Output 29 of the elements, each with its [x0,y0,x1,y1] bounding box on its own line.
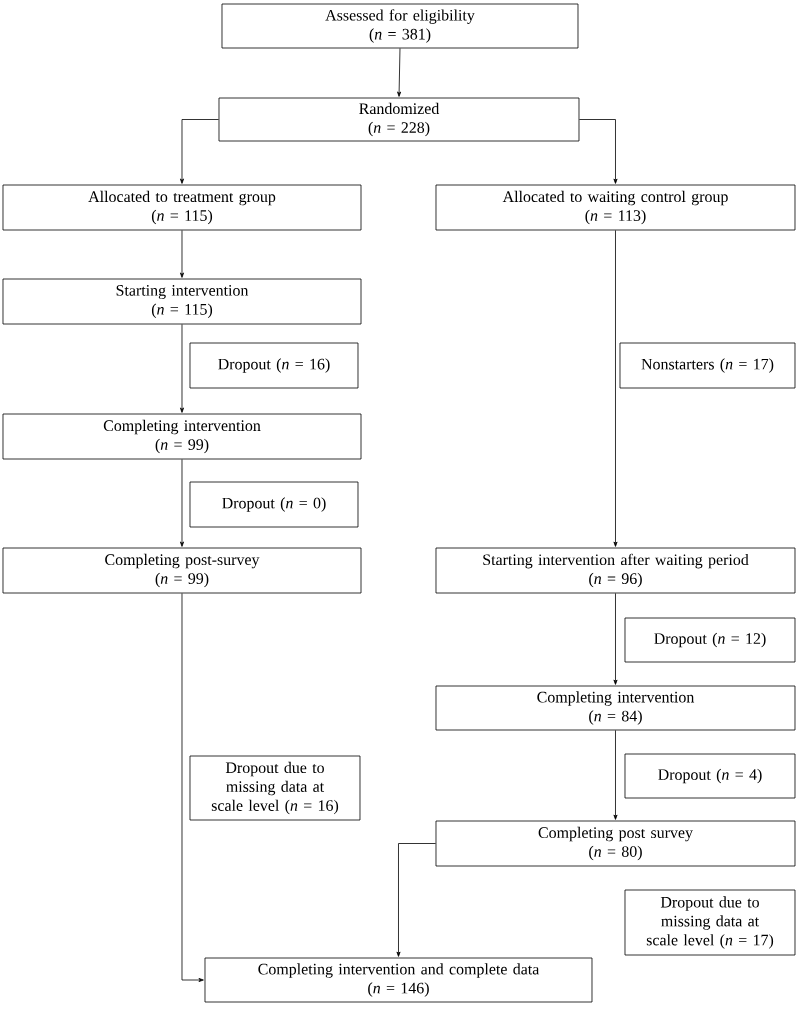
process-box: Starting intervention after waiting period (n = 96) [435,547,796,594]
arrow [180,119,219,184]
process-box: Completing intervention and complete data (n = 146) [204,957,593,1003]
arrow [180,459,184,547]
dropout-box: Dropout due to missing data at scale level (n = 16) [189,755,361,821]
arrow [613,230,618,547]
arrow [181,593,204,982]
process-box: Completing post-survey (n = 99) [2,547,362,594]
dropout-box: Dropout due to missing data at scale level (n = 17) [624,889,796,956]
arrow [180,324,184,413]
process-box: Allocated to waiting control group (n = 113) [435,184,796,231]
process-box: Assessed for eligibility (n = 381) [221,3,579,49]
process-box: Randomized (n = 228) [218,97,580,142]
dropout-box: Dropout (n = 0) [189,481,359,528]
arrow [397,48,402,97]
arrow [579,119,618,184]
arrow [613,730,618,820]
dropout-box: Dropout (n = 16) [189,342,359,389]
dropout-box: Dropout (n = 4) [624,753,796,799]
arrow [180,230,184,278]
dropout-box: Dropout (n = 12) [624,617,796,663]
process-box: Completing post survey (n = 80) [435,820,796,867]
process-box: Allocated to treatment group (n = 115) [2,184,362,231]
arrow [613,593,618,685]
arrow [396,843,436,957]
dropout-box: Nonstarters (n = 17) [619,342,796,389]
process-box: Starting intervention (n = 115) [2,278,362,325]
process-box: Completing intervention (n = 99) [2,413,362,460]
process-box: Completing intervention (n = 84) [435,685,796,731]
